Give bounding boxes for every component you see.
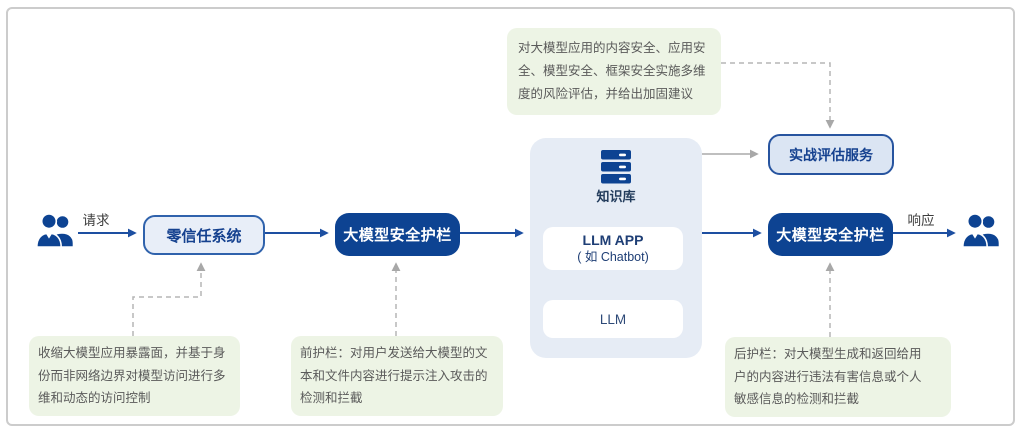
guardrail-out-node: 大模型安全护栏	[768, 213, 893, 256]
user-icon	[35, 212, 76, 250]
llm-app-subtitle: ( 如 Chatbot)	[577, 250, 649, 264]
note-rear-guardrail: 后护栏：对大模型生成和返回给用 户的内容进行违法有害信息或个人 敏感信息的检测和…	[725, 337, 951, 417]
llm-app-title: LLM APP	[582, 232, 644, 248]
note-front-guardrail: 前护栏：对用户发送给大模型的文 本和文件内容进行提示注入攻击的 检测和拦截	[291, 336, 503, 416]
user-icon	[961, 212, 1002, 250]
response-label: 响应	[907, 213, 935, 228]
database-icon	[601, 150, 631, 184]
request-label: 请求	[82, 213, 110, 228]
knowledge-base-label: 知识库	[596, 189, 636, 204]
llm-app-node: LLM APP ( 如 Chatbot)	[543, 227, 683, 270]
note-evaluation: 对大模型应用的内容安全、应用安 全、模型安全、框架安全实施多维 度的风险评估，并…	[507, 28, 721, 115]
llm-node: LLM	[543, 300, 683, 338]
note-zero-trust: 收缩大模型应用暴露面，并基于身 份而非网络边界对模型访问进行多 维和动态的访问控…	[29, 336, 240, 416]
zero-trust-node: 零信任系统	[143, 215, 265, 255]
guardrail-in-node: 大模型安全护栏	[335, 213, 460, 256]
evaluation-service-node: 实战评估服务	[768, 134, 894, 175]
